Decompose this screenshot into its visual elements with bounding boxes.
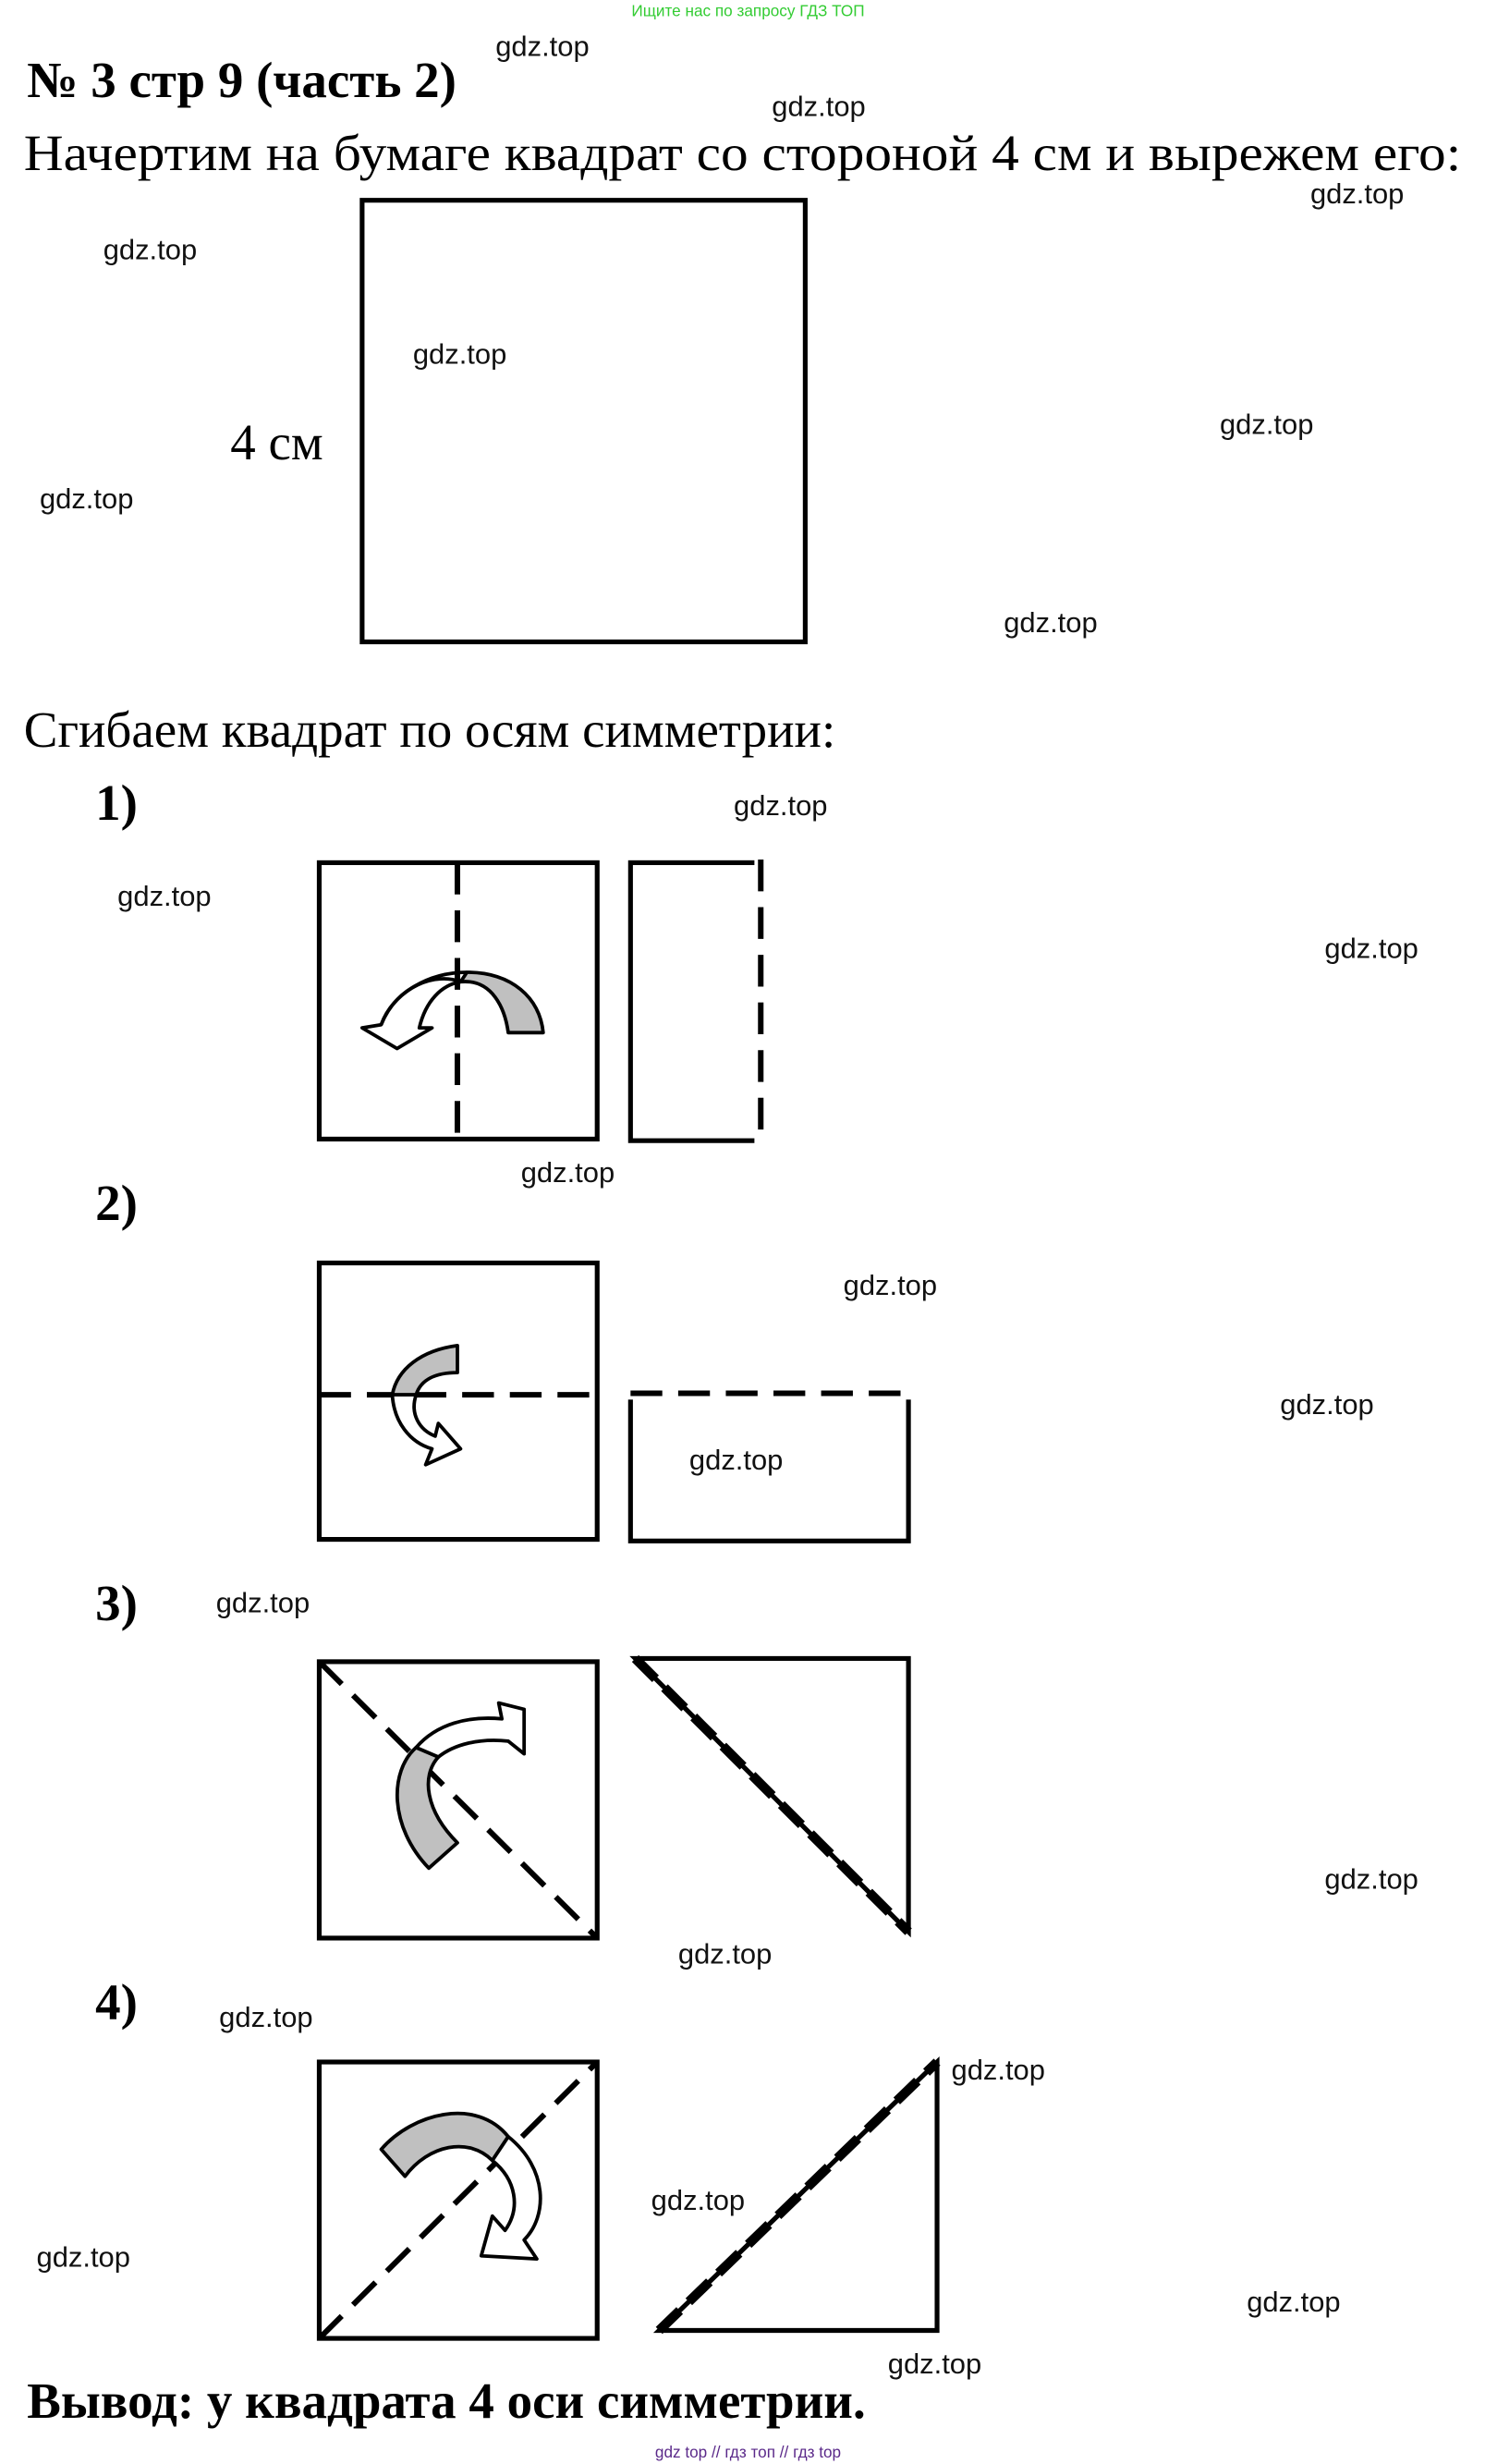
watermark: gdz.top bbox=[521, 1156, 615, 1189]
watermark: gdz.top bbox=[1220, 408, 1313, 440]
watermark: gdz.top bbox=[952, 2054, 1045, 2086]
watermarks: gdz.top gdz.top gdz.top gdz.top gdz.top … bbox=[37, 30, 1418, 2380]
banner-text[interactable]: Ищите нас по запросу ГДЗ ТОП bbox=[631, 1, 864, 19]
watermark: gdz.top bbox=[844, 1269, 937, 1301]
watermark: gdz.top bbox=[734, 789, 827, 822]
side-length-label: 4 см bbox=[230, 414, 323, 470]
watermark: gdz.top bbox=[1324, 933, 1418, 965]
footer-links[interactable]: gdz top // гдз топ // гдз top bbox=[655, 2443, 841, 2461]
square-4cm bbox=[359, 198, 808, 645]
step-1-label: 1) bbox=[95, 775, 138, 831]
watermark: gdz.top bbox=[678, 1937, 772, 1970]
fold-arrow-icon bbox=[479, 2134, 542, 2262]
watermark: gdz.top bbox=[1324, 1863, 1418, 1896]
step-2-label: 2) bbox=[95, 1175, 138, 1231]
step-4-figure bbox=[316, 2055, 941, 2341]
page-title: № 3 стр 9 (часть 2) bbox=[27, 52, 456, 108]
watermark: gdz.top bbox=[1280, 1388, 1373, 1421]
watermark: gdz.top bbox=[1310, 177, 1404, 210]
watermark: gdz.top bbox=[40, 482, 133, 515]
watermark: gdz.top bbox=[1247, 2286, 1340, 2318]
step-3-label: 3) bbox=[95, 1575, 138, 1631]
watermark: gdz.top bbox=[219, 2001, 312, 2033]
step-2-figure bbox=[316, 1260, 914, 1543]
step-1-figure bbox=[316, 858, 771, 1144]
step-4-label: 4) bbox=[95, 1974, 138, 2031]
conclusion-text: Вывод: у квадрата 4 оси симметрии. bbox=[27, 2373, 866, 2429]
watermark: gdz.top bbox=[103, 233, 197, 265]
fold-arrow-icon bbox=[414, 1701, 527, 1759]
step-3-figure bbox=[316, 1654, 912, 1941]
watermark: gdz.top bbox=[651, 2184, 745, 2216]
watermark: gdz.top bbox=[413, 338, 506, 371]
fold-arrow-icon bbox=[390, 1393, 463, 1467]
watermark: gdz.top bbox=[1004, 606, 1097, 639]
watermark: gdz.top bbox=[888, 2348, 981, 2380]
watermark: gdz.top bbox=[117, 880, 211, 912]
fold-heading: Сгибаем квадрат по осям симметрии: bbox=[24, 701, 835, 758]
watermark: gdz.top bbox=[689, 1444, 783, 1476]
watermark: gdz.top bbox=[772, 91, 865, 123]
watermark: gdz.top bbox=[495, 30, 589, 62]
watermark: gdz.top bbox=[37, 2241, 130, 2274]
intro-text: Начертим на бумаге квадрат со стороной 4… bbox=[24, 125, 1461, 181]
watermark: gdz.top bbox=[216, 1587, 310, 1619]
